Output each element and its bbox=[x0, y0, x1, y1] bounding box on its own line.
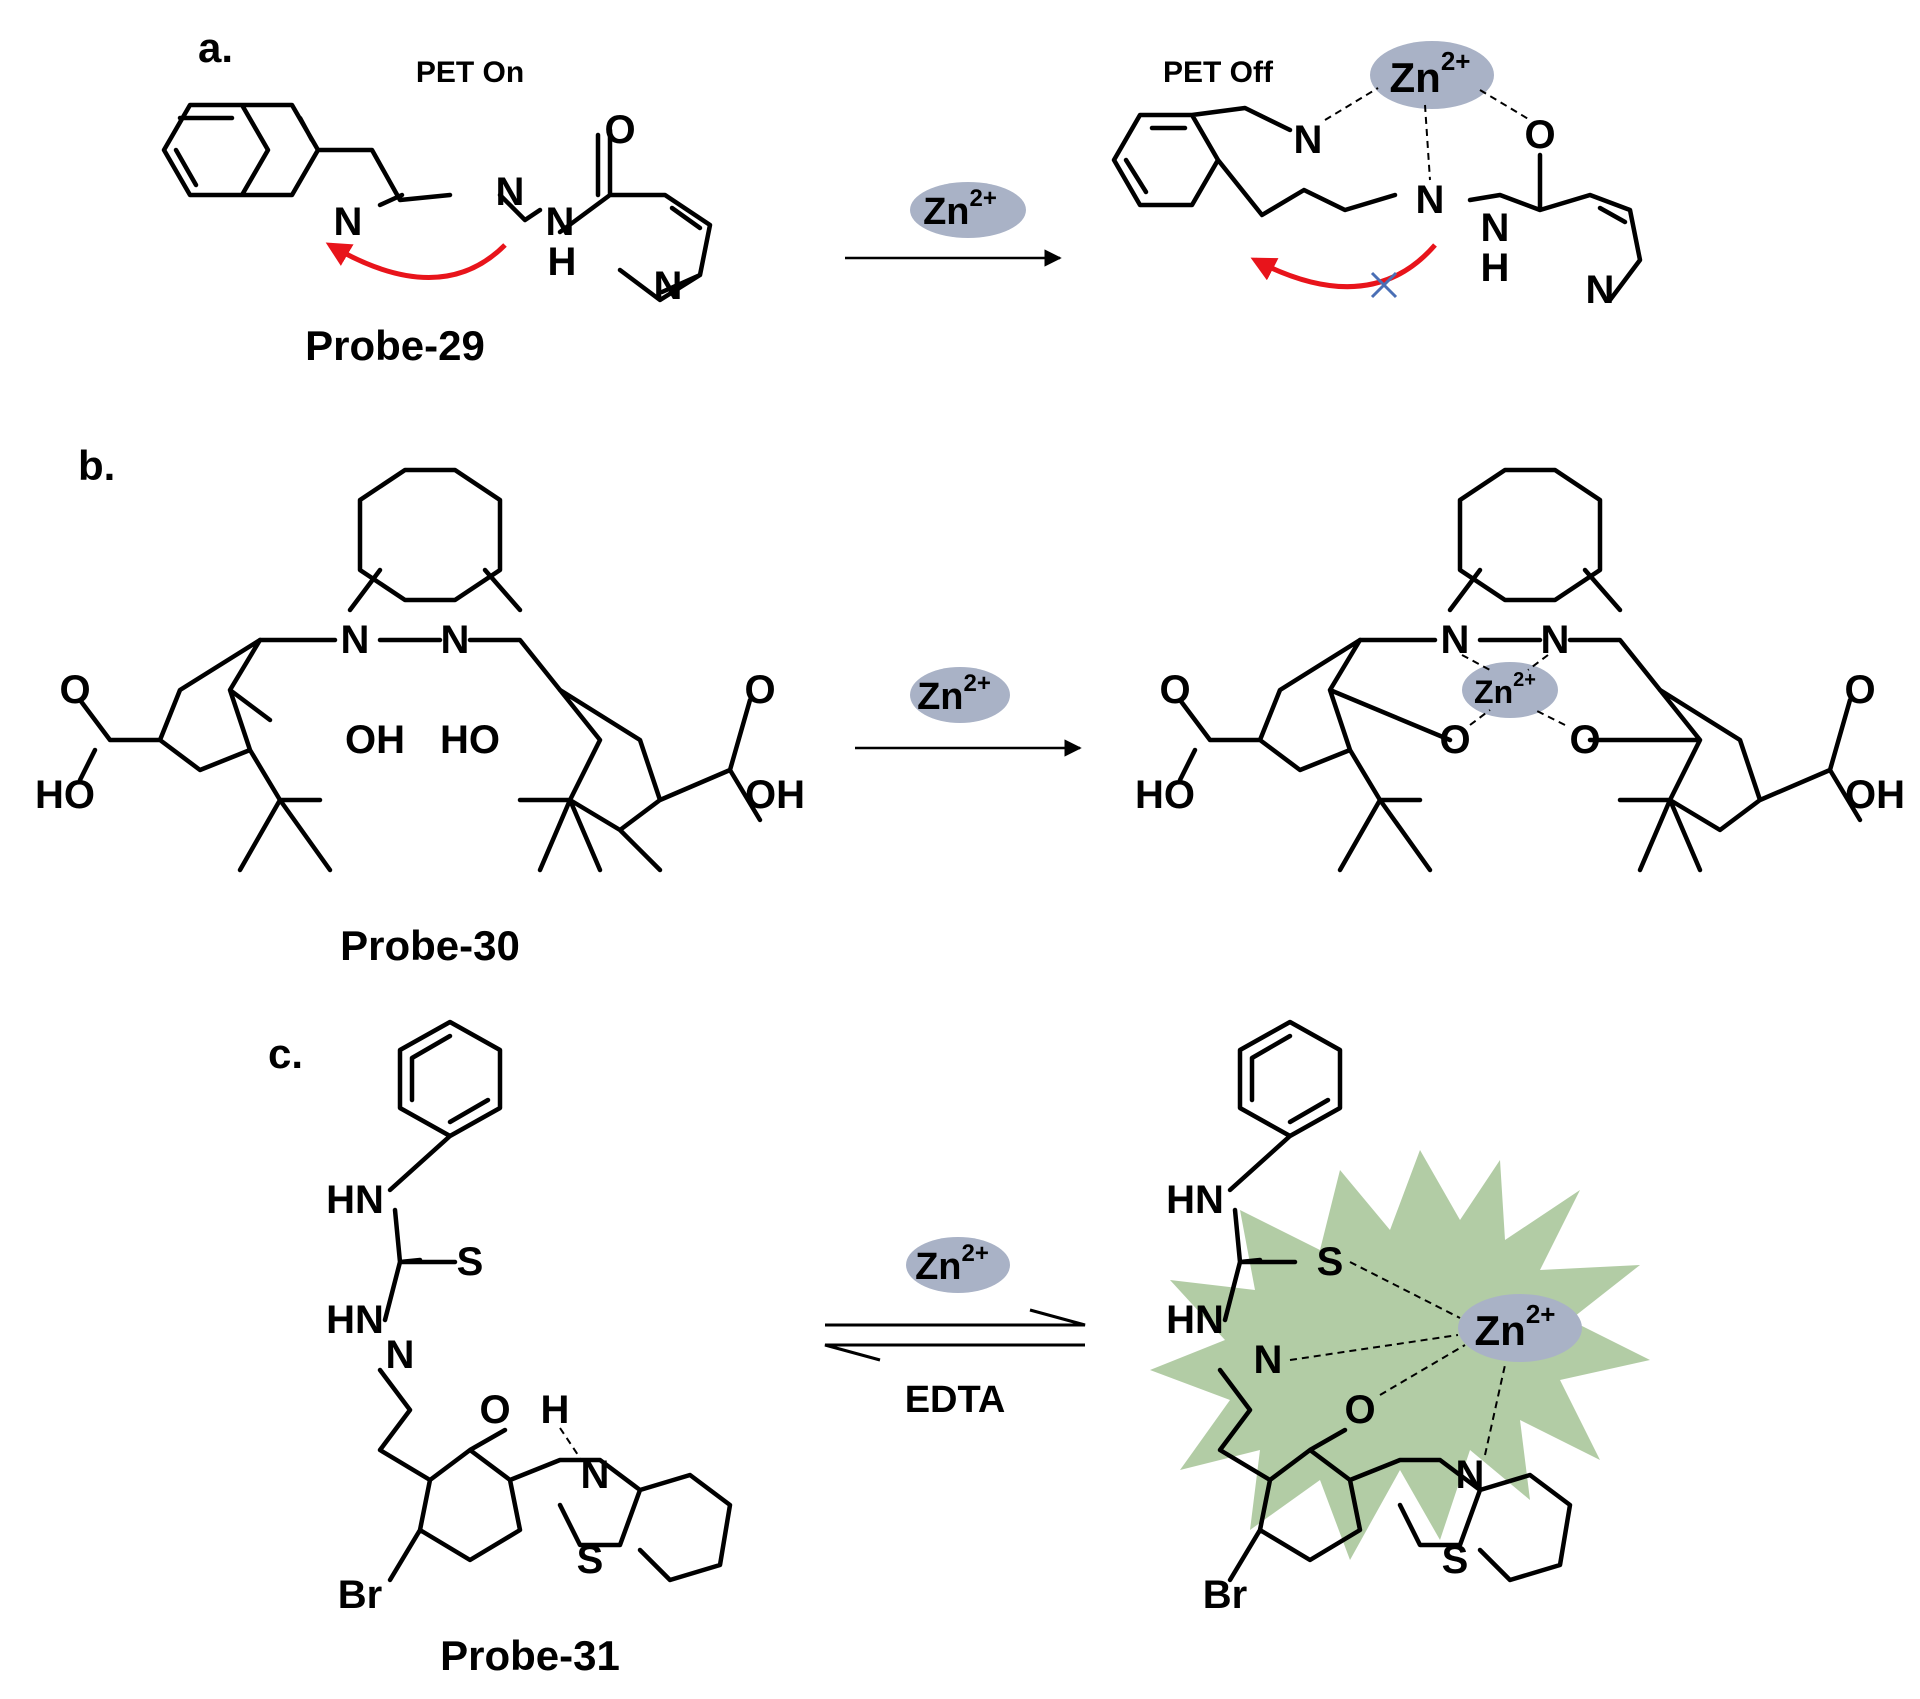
atom-hn: HN bbox=[326, 1298, 384, 1342]
svg-text:Zn2+: Zn2+ bbox=[917, 670, 991, 719]
atom-hn: HN bbox=[326, 1178, 384, 1222]
atom-n: N bbox=[1416, 178, 1445, 222]
atom-o: O bbox=[1569, 718, 1600, 762]
atom-ho: HO bbox=[1135, 773, 1195, 817]
atom-n: N bbox=[1586, 268, 1615, 312]
atom-o: O bbox=[744, 668, 775, 712]
fluorescence-burst bbox=[1150, 1150, 1650, 1560]
probe-29-name: Probe-29 bbox=[305, 322, 485, 369]
probe-31-structure: HN S HN N O H N S Br bbox=[326, 1019, 733, 1617]
panel-a: a. PET On PET Off N N N H O N Probe-29 Z… bbox=[161, 24, 1643, 369]
zn-complex-c-structure: HN S HN N O N S Br Zn2+ bbox=[1166, 1019, 1582, 1617]
atom-n: N bbox=[1541, 618, 1570, 662]
atom-h: H bbox=[541, 1388, 570, 1432]
atom-n: N bbox=[1294, 118, 1323, 162]
probe-30-structure: N N O HO OH HO O OH bbox=[35, 467, 805, 873]
pet-off-label: PET Off bbox=[1163, 56, 1274, 89]
atom-oh: OH bbox=[1845, 773, 1905, 817]
atom-br: Br bbox=[338, 1573, 382, 1617]
atom-n: N bbox=[441, 618, 470, 662]
atom-o: O bbox=[59, 668, 90, 712]
atom-n: N bbox=[496, 170, 525, 214]
svg-text:Zn2+: Zn2+ bbox=[923, 185, 997, 234]
atom-n: N bbox=[546, 200, 575, 244]
panel-c: c. HN S HN N O H N S Br Probe-31 Zn2+ ED… bbox=[268, 1019, 1650, 1679]
atom-s: S bbox=[577, 1538, 604, 1582]
pet-on-label: PET On bbox=[416, 56, 524, 89]
probe-29-structure: N N N H O N bbox=[161, 102, 713, 308]
reaction-arrow-b: Zn2+ bbox=[855, 667, 1082, 757]
atom-n: N bbox=[1254, 1338, 1283, 1382]
atom-o: O bbox=[479, 1388, 510, 1432]
atom-n: N bbox=[1456, 1453, 1485, 1497]
atom-n: N bbox=[1441, 618, 1470, 662]
panel-b-label: b. bbox=[78, 442, 115, 489]
panel-c-label: c. bbox=[268, 1030, 303, 1077]
svg-text:Zn2+: Zn2+ bbox=[1475, 1299, 1556, 1354]
atom-oh: OH bbox=[745, 773, 805, 817]
atom-n: N bbox=[1481, 206, 1510, 250]
atom-h: H bbox=[548, 240, 577, 284]
atom-o: O bbox=[1844, 668, 1875, 712]
atom-n: N bbox=[341, 618, 370, 662]
edta-label: EDTA bbox=[905, 1379, 1006, 1421]
atom-hn: HN bbox=[1166, 1178, 1224, 1222]
reaction-arrow-c: Zn2+ EDTA bbox=[824, 1237, 1086, 1421]
probe-30-name: Probe-30 bbox=[340, 922, 520, 969]
atom-hn: HN bbox=[1166, 1298, 1224, 1342]
atom-n: N bbox=[581, 1453, 610, 1497]
atom-o: O bbox=[604, 108, 635, 152]
svg-text:Zn2+: Zn2+ bbox=[1474, 669, 1536, 710]
pet-arrow bbox=[325, 242, 507, 280]
atom-o: O bbox=[1439, 718, 1470, 762]
zn-complex-b-structure: N N O HO O O O OH Zn2+ bbox=[1135, 467, 1905, 873]
atom-s: S bbox=[1317, 1240, 1344, 1284]
atom-h: H bbox=[1481, 246, 1510, 290]
atom-ho: HO bbox=[440, 718, 500, 762]
reaction-arrow-a: Zn2+ bbox=[845, 182, 1062, 267]
atom-n: N bbox=[386, 1333, 415, 1377]
panel-a-label: a. bbox=[198, 24, 233, 71]
atom-n: N bbox=[654, 264, 683, 308]
atom-oh: OH bbox=[345, 718, 405, 762]
atom-n: N bbox=[334, 200, 363, 244]
probe-31-name: Probe-31 bbox=[440, 1632, 620, 1679]
blocked-cross-icon bbox=[1370, 271, 1398, 299]
atom-br: Br bbox=[1203, 1573, 1247, 1617]
zn-complex-a-structure: N N N H O N Zn2+ bbox=[1111, 41, 1643, 312]
atom-s: S bbox=[1442, 1538, 1469, 1582]
atom-s: S bbox=[457, 1240, 484, 1284]
atom-o: O bbox=[1159, 668, 1190, 712]
svg-text:Zn2+: Zn2+ bbox=[1390, 46, 1471, 101]
atom-o: O bbox=[1524, 113, 1555, 157]
atom-o: O bbox=[1344, 1388, 1375, 1432]
panel-b: b. N N O HO OH HO O OH Probe-30 Zn2+ N bbox=[35, 442, 1905, 969]
svg-text:Zn2+: Zn2+ bbox=[915, 1240, 989, 1289]
atom-ho: HO bbox=[35, 773, 95, 817]
blocked-pet-arrow bbox=[1250, 243, 1437, 290]
